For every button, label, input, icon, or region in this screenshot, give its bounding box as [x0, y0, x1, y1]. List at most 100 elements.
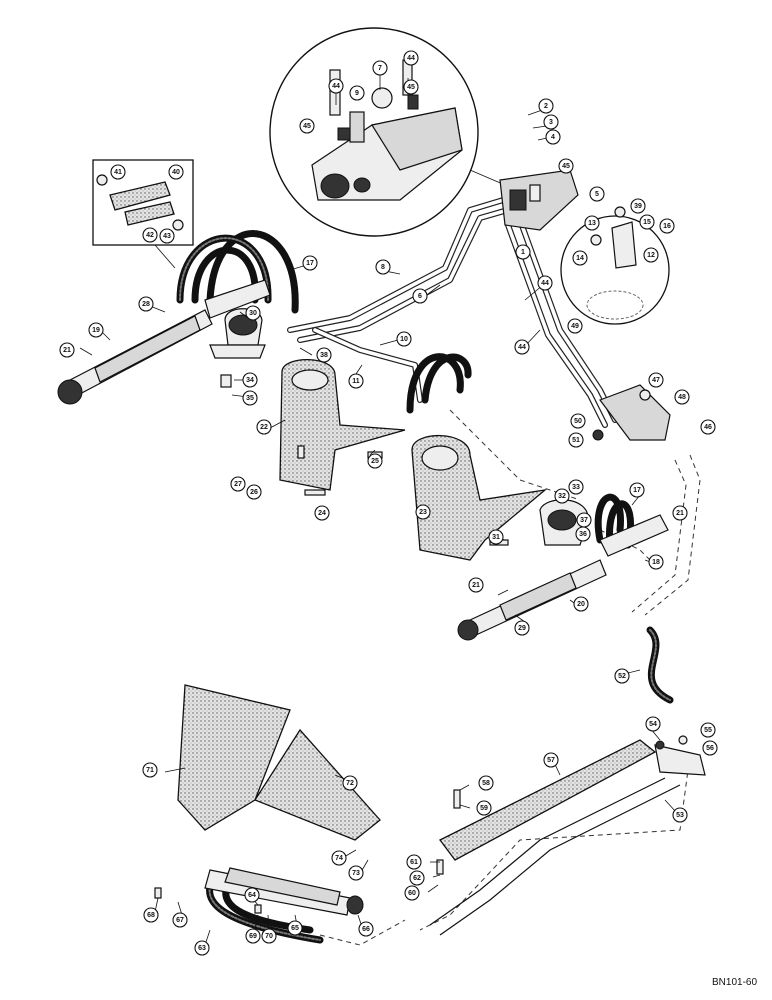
callout-circle: [143, 907, 159, 923]
callout-circle: [643, 247, 659, 263]
inset-pointer: [469, 169, 506, 186]
callout-number: 8: [381, 264, 385, 271]
callout-circle: [568, 432, 584, 448]
callout-circle: [244, 887, 260, 903]
callout-circle: [702, 740, 718, 756]
callout-c9: 9: [349, 85, 365, 101]
callout-c44d: 44: [514, 339, 530, 355]
callout-number: 1: [521, 249, 525, 256]
callout-c15: 15: [639, 214, 655, 230]
callout-circle: [645, 716, 661, 732]
control-valve: [499, 169, 579, 231]
callout-number: 70: [265, 933, 273, 940]
callout-c61: 61: [406, 854, 422, 870]
callout-c74: 74: [331, 850, 347, 866]
valve-detail-inset: [269, 27, 479, 237]
callout-c44a: 44: [328, 78, 344, 94]
callout-circle: [543, 752, 559, 768]
callout-number: 34: [246, 377, 254, 384]
callout-c28: 28: [138, 296, 154, 312]
callout-circle: [404, 885, 420, 901]
callout-number: 27: [234, 481, 242, 488]
bottom-cylinder: [204, 867, 364, 916]
callout-number: 11: [352, 378, 360, 385]
callout-c41: 41: [110, 164, 126, 180]
callout-c12: 12: [643, 247, 659, 263]
callout-circle: [287, 920, 303, 936]
callout-c14: 14: [572, 250, 588, 266]
callout-c19: 19: [88, 322, 104, 338]
callout-number: 47: [652, 377, 660, 384]
callout-number: 36: [579, 531, 587, 538]
callout-c39: 39: [630, 198, 646, 214]
callout-circle: [372, 60, 388, 76]
callout-number: 6: [418, 293, 422, 300]
callout-circle: [558, 158, 574, 174]
callout-circle: [672, 807, 688, 823]
callout-number: 41: [114, 169, 122, 176]
callout-c31: 31: [488, 529, 504, 545]
callout-number: 46: [704, 424, 712, 431]
callout-c35: 35: [242, 390, 258, 406]
callout-c47: 47: [648, 372, 664, 388]
callout-number: 17: [306, 260, 314, 267]
callout-circle: [488, 529, 504, 545]
callout-number: 67: [176, 917, 184, 924]
callout-number: 60: [408, 890, 416, 897]
callout-c3: 3: [543, 114, 559, 130]
callout-c32: 32: [554, 488, 570, 504]
callout-c33: 33: [568, 479, 584, 495]
callout-number: 17: [633, 487, 641, 494]
callout-c18: 18: [648, 554, 664, 570]
callout-number: 23: [419, 509, 427, 516]
callout-circle: [245, 305, 261, 321]
callout-number: 66: [362, 926, 370, 933]
callout-circle: [630, 198, 646, 214]
callout-circle: [672, 505, 688, 521]
callout-number: 13: [588, 220, 596, 227]
callout-c44c: 44: [537, 275, 553, 291]
callout-c43: 43: [159, 228, 175, 244]
deflector-plates: [177, 684, 381, 841]
callout-number: 42: [146, 232, 154, 239]
callout-circle: [543, 114, 559, 130]
callout-c17b: 17: [629, 482, 645, 498]
callout-number: 74: [335, 855, 343, 862]
callout-circle: [230, 476, 246, 492]
callout-c40: 40: [168, 164, 184, 180]
callout-circle: [415, 504, 431, 520]
callout-c21a: 21: [59, 342, 75, 358]
callout-number: 72: [346, 780, 354, 787]
manifold-block: [592, 384, 671, 441]
callout-number: 64: [248, 892, 256, 899]
callout-c70: 70: [261, 928, 277, 944]
callout-c27: 27: [230, 476, 246, 492]
callout-number: 28: [142, 301, 150, 308]
callout-c51: 51: [568, 432, 584, 448]
callout-circle: [331, 850, 347, 866]
callout-number: 38: [320, 352, 328, 359]
callout-circle: [314, 505, 330, 521]
callout-circle: [138, 296, 154, 312]
callout-number: 49: [571, 323, 579, 330]
callout-number: 3: [549, 119, 553, 126]
callout-circle: [570, 413, 586, 429]
callout-number: 26: [250, 489, 258, 496]
callout-number: 59: [480, 805, 488, 812]
callout-number: 71: [146, 767, 154, 774]
callout-circle: [316, 347, 332, 363]
callout-circle: [674, 389, 690, 405]
callout-number: 65: [291, 925, 299, 932]
callout-number: 18: [652, 559, 660, 566]
callout-c8: 8: [375, 259, 391, 275]
callout-number: 53: [676, 812, 684, 819]
callout-c36: 36: [575, 526, 591, 542]
callout-c52: 52: [614, 668, 630, 684]
bracket-23: [411, 434, 548, 561]
callout-c34: 34: [242, 372, 258, 388]
callout-number: 44: [332, 83, 340, 90]
callout-number: 9: [355, 90, 359, 97]
callout-circle: [584, 215, 600, 231]
callout-c62: 62: [409, 870, 425, 886]
callout-circle: [172, 912, 188, 928]
